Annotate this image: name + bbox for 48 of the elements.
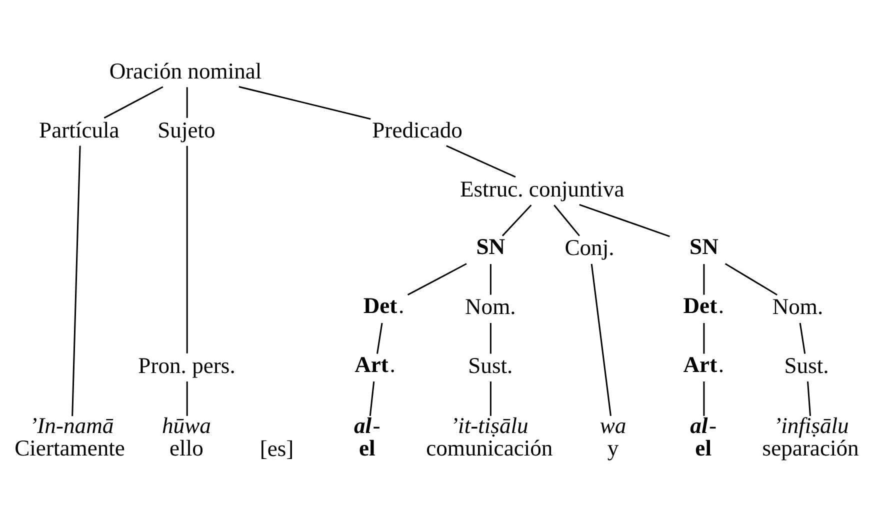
node-text: Sujeto bbox=[158, 116, 216, 142]
node-text: al- el bbox=[354, 412, 380, 460]
node-text: Pron. pers. bbox=[138, 352, 236, 378]
connector bbox=[376, 322, 383, 354]
connector bbox=[703, 381, 705, 416]
connector bbox=[72, 145, 81, 416]
connector bbox=[554, 204, 580, 236]
connector bbox=[807, 380, 812, 416]
connector bbox=[490, 381, 492, 416]
node-text: Conj. bbox=[564, 234, 614, 260]
node-text: ’it-tiṣālu comunicación bbox=[426, 412, 553, 460]
node-text: SN bbox=[476, 233, 506, 258]
connector bbox=[579, 203, 670, 237]
connector bbox=[407, 262, 467, 296]
connector bbox=[104, 86, 164, 118]
node-text: Art. bbox=[354, 351, 396, 376]
connector bbox=[186, 381, 188, 416]
node-text: Sust. bbox=[784, 352, 829, 378]
node-text: ’In-namā Ciertamente bbox=[14, 412, 125, 460]
connector bbox=[238, 86, 371, 120]
connector bbox=[799, 322, 806, 354]
node-text: hūwa ello bbox=[162, 412, 211, 460]
connector bbox=[446, 144, 516, 178]
connector bbox=[186, 145, 188, 353]
node-text: al- el bbox=[690, 412, 717, 460]
node-text: Estruc. conjuntiva bbox=[460, 176, 624, 201]
node-text: Partícula bbox=[39, 116, 120, 142]
node-text: SN bbox=[690, 233, 718, 258]
node-text: wa y bbox=[600, 412, 626, 460]
connector bbox=[490, 264, 492, 294]
connector bbox=[703, 264, 705, 294]
node-text: Predicado bbox=[372, 116, 462, 142]
connector bbox=[590, 263, 612, 416]
connector bbox=[502, 204, 532, 236]
node-text: ’infiṣālu separación bbox=[762, 412, 859, 460]
node-text: Art. bbox=[683, 351, 724, 376]
label: [es] bbox=[260, 435, 294, 460]
node-text: Det. bbox=[363, 292, 404, 318]
connector bbox=[490, 322, 492, 354]
node-text: Nom. bbox=[772, 294, 824, 319]
node-text: Det. bbox=[683, 292, 724, 318]
connector bbox=[369, 380, 375, 416]
connector bbox=[724, 262, 778, 295]
connector bbox=[703, 322, 705, 354]
node-text: Sust. bbox=[468, 352, 513, 378]
node-text: Nom. bbox=[464, 294, 516, 319]
connector bbox=[186, 86, 188, 118]
node-text: Oración nominal bbox=[109, 58, 262, 83]
